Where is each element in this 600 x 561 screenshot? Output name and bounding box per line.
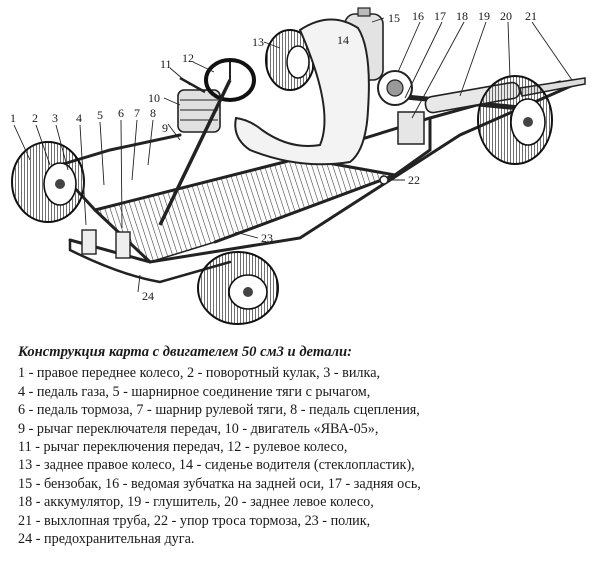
callout-3: 3 — [52, 111, 58, 125]
pedals — [81, 229, 131, 259]
front-left-wheel — [197, 251, 279, 325]
callout-11: 11 — [160, 57, 172, 71]
legend-line: 21 - выхлопная труба, 22 - упор троса то… — [18, 512, 371, 529]
rear-right-wheel — [265, 29, 315, 91]
callout-20: 20 — [500, 9, 512, 23]
steering-wheel — [158, 58, 256, 226]
legend-line: 1 - правое переднее колесо, 2 - поворотн… — [18, 365, 381, 382]
callout-10: 10 — [148, 91, 160, 105]
callout-14: 14 — [337, 33, 349, 47]
legend-line: 4 - педаль газа, 5 - шарнирное соединени… — [18, 383, 371, 400]
callout-18: 18 — [456, 9, 468, 23]
callout-1: 1 — [10, 111, 16, 125]
kart-drawing: 1 2 3 4 5 6 7 8 9 10 11 12 13 14 15 16 1… — [10, 7, 586, 325]
caption-title: Конструкция карта с двигателем 50 см3 и … — [18, 344, 352, 360]
legend-line: 13 - заднее правое колесо, 14 - сиденье … — [18, 457, 415, 474]
callout-21: 21 — [525, 9, 537, 23]
callout-15: 15 — [388, 11, 400, 25]
callout-23: 23 — [261, 231, 273, 245]
callout-5: 5 — [97, 108, 103, 122]
callout-24: 24 — [142, 289, 154, 303]
legend-line: 15 - бензобак, 16 - ведомая зубчатка на … — [18, 475, 421, 492]
callout-4: 4 — [76, 111, 82, 125]
callout-7: 7 — [134, 106, 140, 120]
legend-line: 24 - предохранительная дуга. — [18, 531, 195, 548]
battery — [397, 111, 425, 145]
callout-9: 9 — [162, 121, 168, 135]
legend-line: 11 - рычаг переключения передач, 12 - ру… — [18, 439, 348, 456]
callout-12: 12 — [182, 51, 194, 65]
callout-19: 19 — [478, 9, 490, 23]
front-right-wheel — [11, 141, 85, 223]
rear-left-wheel — [477, 75, 553, 165]
callout-8: 8 — [150, 106, 156, 120]
callout-22: 22 — [408, 173, 420, 187]
callout-2: 2 — [32, 111, 38, 125]
leader-lines — [13, 17, 573, 293]
driver-seat — [234, 18, 370, 166]
kart-diagram: 1 2 3 4 5 6 7 8 9 10 11 12 13 14 15 16 1… — [10, 7, 586, 325]
callout-16: 16 — [412, 9, 424, 23]
legend-line: 18 - аккумулятор, 19 - глушитель, 20 - з… — [18, 494, 374, 511]
callout-17: 17 — [434, 9, 446, 23]
callout-6: 6 — [118, 106, 124, 120]
callout-labels: 1 2 3 4 5 6 7 8 9 10 11 12 13 14 15 16 1… — [10, 9, 537, 303]
diagram-caption: Конструкция карта с двигателем 50 см3 и … — [18, 343, 593, 548]
callout-13: 13 — [252, 35, 264, 49]
legend-line: 6 - педаль тормоза, 7 - шарнир рулевой т… — [18, 402, 420, 419]
driven-sprocket — [377, 70, 413, 106]
brake-cable-stop — [379, 175, 389, 185]
legend-line: 9 - рычаг переключателя передач, 10 - дв… — [18, 420, 379, 437]
